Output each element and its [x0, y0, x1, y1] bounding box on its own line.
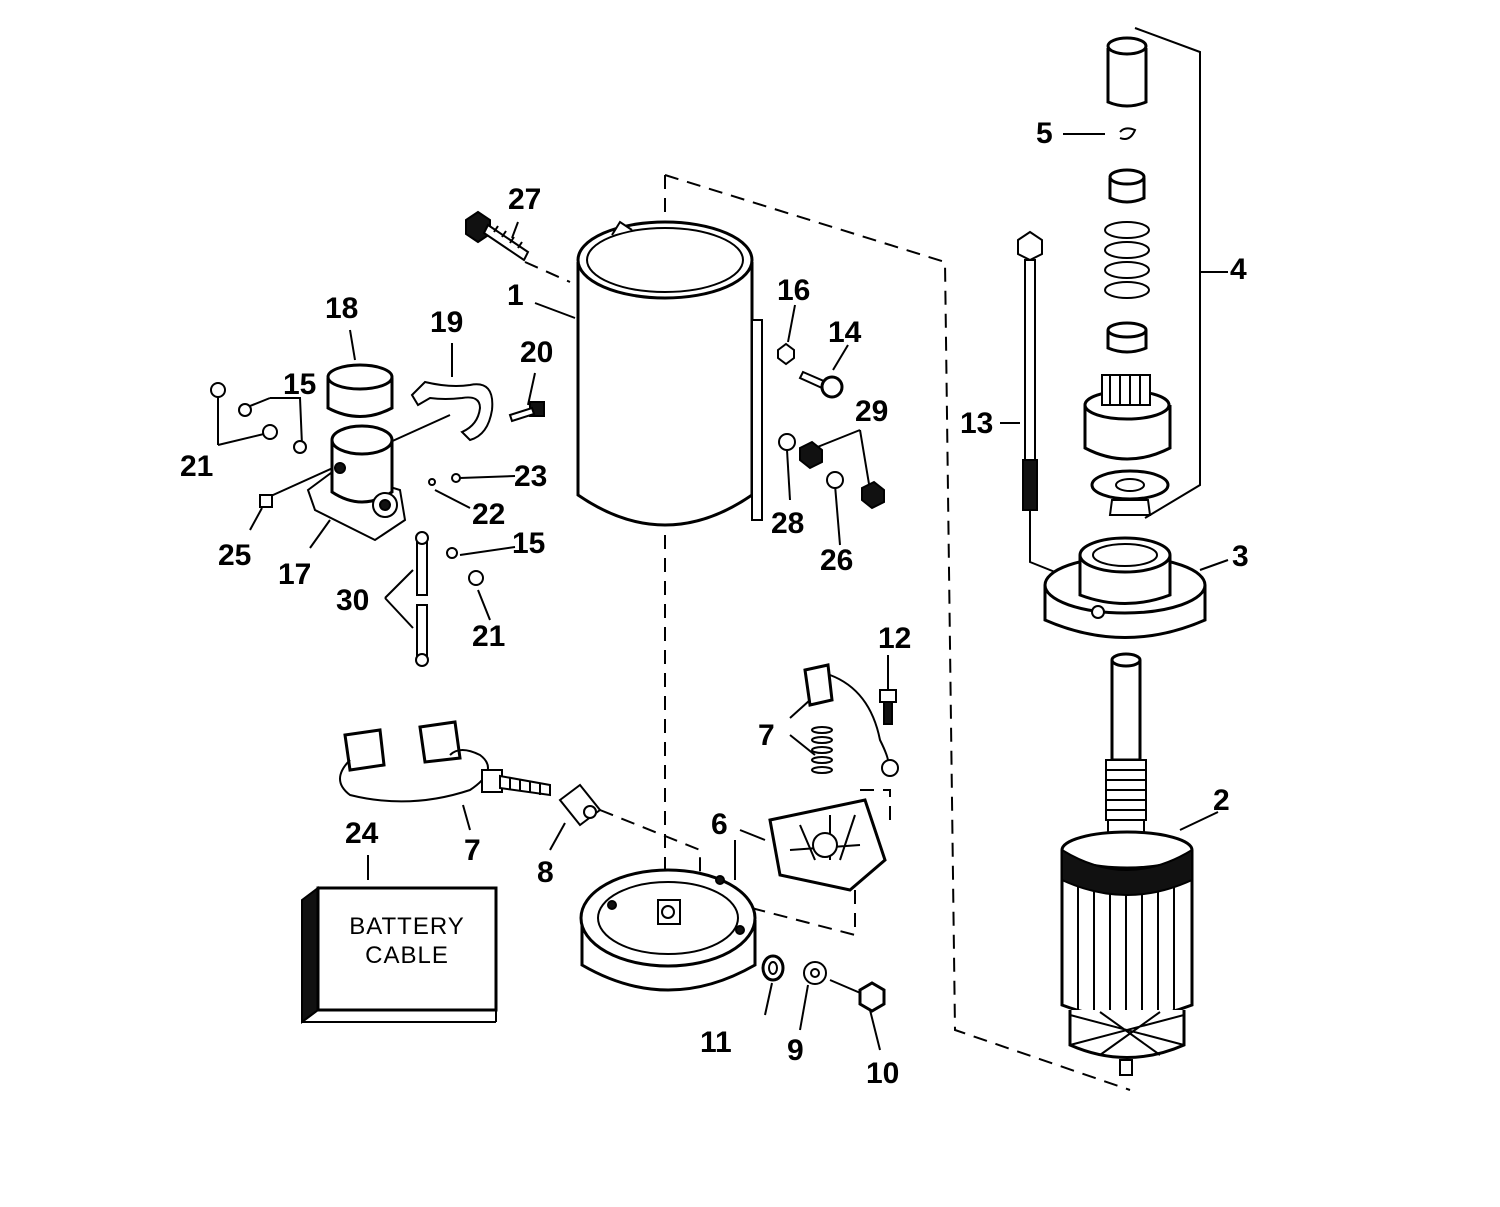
label-27: 27: [508, 183, 541, 216]
bolt-27: [465, 210, 530, 262]
label-21-upper: 21: [180, 450, 213, 483]
label-18: 18: [325, 292, 358, 325]
battery-box-line1: BATTERY: [349, 913, 464, 940]
screw-12: [879, 689, 897, 725]
label-6: 6: [711, 808, 728, 841]
label-20: 20: [520, 336, 553, 369]
label-21-lower: 21: [472, 620, 505, 653]
label-12: 12: [878, 622, 911, 655]
label-10: 10: [866, 1057, 899, 1090]
label-3: 3: [1232, 540, 1249, 573]
label-24: 24: [345, 817, 379, 850]
drive-assembly-4: [1083, 36, 1172, 516]
label-17: 17: [278, 558, 311, 591]
label-11: 11: [700, 1026, 732, 1059]
solenoid-17: [306, 424, 407, 542]
label-22: 22: [472, 498, 505, 531]
label-30: 30: [336, 584, 369, 617]
label-26: 26: [820, 544, 853, 577]
brush-leads-7: [339, 720, 551, 803]
label-5: 5: [1036, 117, 1053, 150]
label-15-lower: 15: [512, 527, 545, 560]
label-16: 16: [777, 274, 810, 307]
label-2: 2: [1213, 784, 1230, 817]
label-7-lower: 7: [464, 834, 481, 867]
strap-19: [410, 380, 494, 442]
battery-cable-box: BATTERY CABLE: [301, 886, 498, 1024]
label-19: 19: [430, 306, 463, 339]
hardware-cluster-housing: [777, 342, 885, 510]
label-28: 28: [771, 507, 804, 540]
label-14: 14: [828, 316, 862, 349]
leader-lines: [217, 27, 1229, 1051]
hardware-cluster-left: [210, 382, 484, 586]
hardware-endcap: [761, 954, 886, 1013]
label-13: 13: [960, 407, 993, 440]
brush-holder-6: [768, 798, 887, 892]
label-9: 9: [787, 1034, 804, 1067]
housing-cylinder: [576, 220, 763, 527]
label-25: 25: [218, 539, 251, 572]
label-15-upper: 15: [283, 368, 316, 401]
label-29: 29: [855, 395, 888, 428]
screw-20: [508, 401, 545, 423]
part-number-labels: 1 2 3 4 5 6 7 7 8 9 10 11 12 13 14 15 15…: [180, 117, 1249, 1090]
sleeve-18: [326, 363, 394, 418]
end-cap-3: [1043, 536, 1207, 639]
label-8: 8: [537, 856, 554, 889]
brush-spring-7: [803, 663, 899, 777]
terminals-30: [415, 531, 429, 667]
label-1: 1: [507, 279, 524, 312]
thru-bolt-13: [1017, 230, 1043, 511]
label-7-upper: 7: [758, 719, 775, 752]
label-4: 4: [1230, 253, 1247, 286]
battery-box-line2: CABLE: [365, 942, 449, 969]
end-cap-commutator: [579, 868, 757, 992]
label-23: 23: [514, 460, 547, 493]
armature-2: [1060, 652, 1194, 1076]
terminal-8: [558, 783, 602, 827]
